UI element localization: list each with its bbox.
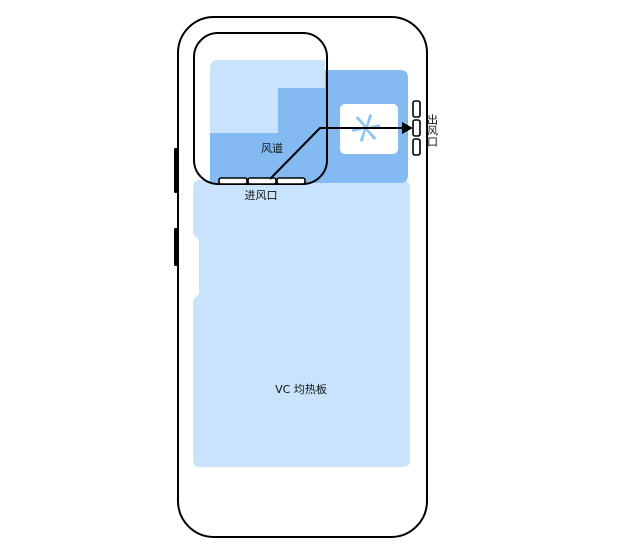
inlet-vent-2 (247, 177, 277, 185)
outlet-vent-2 (412, 119, 421, 137)
outlet-vent-1 (412, 100, 421, 118)
arrow-right-icon (269, 122, 413, 180)
inlet-vent-3 (276, 177, 306, 185)
air-duct (210, 70, 408, 183)
air-duct-label: 风道 (261, 141, 283, 155)
inlet-vent-1 (218, 177, 248, 185)
air-inlet-label: 进风口 (245, 189, 278, 202)
air-outlet-label: 出风口 (426, 113, 439, 147)
vapor-chamber-label: VC 均热板 (275, 382, 327, 396)
outlet-vent-3 (412, 138, 421, 156)
vapor-chamber (193, 180, 410, 467)
side-button-power (174, 148, 178, 193)
side-button-volume (174, 228, 178, 266)
